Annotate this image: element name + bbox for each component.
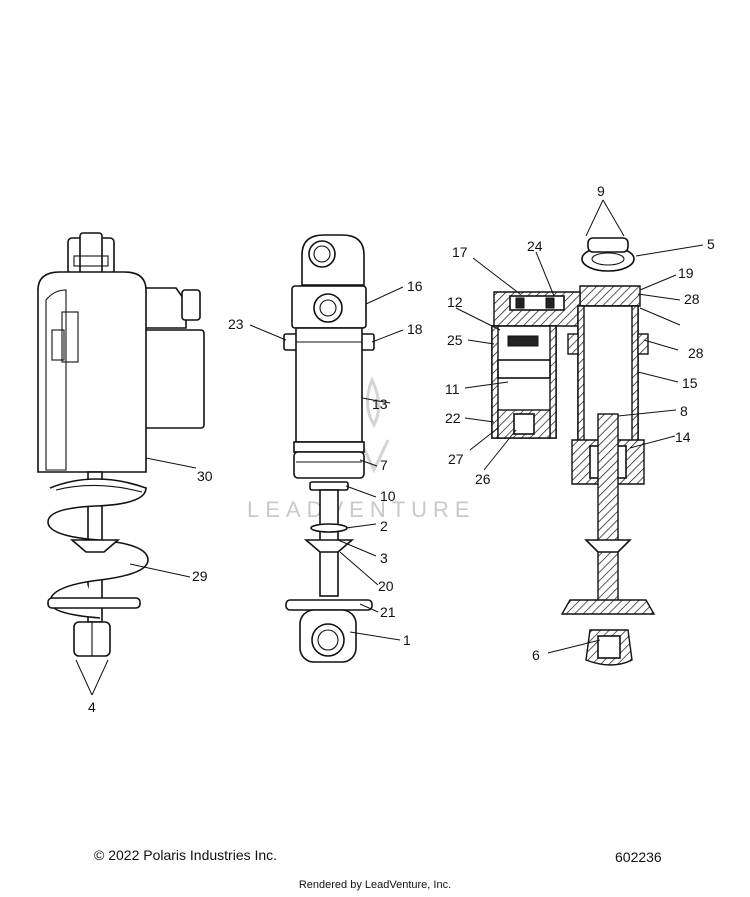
callout-7: 7 bbox=[380, 457, 388, 473]
callout-23: 23 bbox=[228, 316, 244, 332]
callout-9: 9 bbox=[597, 183, 605, 199]
shock-assembly-front-view bbox=[283, 234, 375, 663]
callout-19: 19 bbox=[678, 265, 694, 281]
callout-28: 28 bbox=[684, 291, 700, 307]
callout-15: 15 bbox=[682, 375, 698, 391]
callout-18: 18 bbox=[407, 321, 423, 337]
callout-labels: 9 5 17 24 19 16 12 28 23 18 25 28 11 15 … bbox=[88, 183, 715, 715]
copyright-notice: © 2022 Polaris Industries Inc. bbox=[94, 847, 278, 863]
callout-6: 6 bbox=[532, 647, 540, 663]
callout-1: 1 bbox=[403, 632, 411, 648]
rendered-by-credit: Rendered by LeadVenture, Inc. bbox=[298, 879, 452, 891]
callout-3: 3 bbox=[380, 550, 388, 566]
callout-10: 10 bbox=[380, 488, 396, 504]
callout-8: 8 bbox=[680, 403, 688, 419]
diagram-number: 602236 bbox=[615, 849, 662, 865]
callout-2: 2 bbox=[380, 518, 388, 534]
shock-assembly-section-view bbox=[491, 237, 656, 666]
watermark-text: LEADVENTURE bbox=[247, 497, 476, 522]
callout-30: 30 bbox=[197, 468, 213, 484]
callout-12: 12 bbox=[447, 294, 463, 310]
leader-lines bbox=[75, 199, 704, 696]
callout-14: 14 bbox=[675, 429, 691, 445]
callout-21: 21 bbox=[380, 604, 396, 620]
callout-24: 24 bbox=[527, 238, 543, 254]
callout-13: 13 bbox=[372, 396, 388, 412]
shock-assembly-left-view bbox=[37, 232, 205, 657]
callout-28: 28 bbox=[688, 345, 704, 361]
callout-22: 22 bbox=[445, 410, 461, 426]
callout-11: 11 bbox=[445, 381, 460, 397]
callout-26: 26 bbox=[475, 471, 491, 487]
callout-29: 29 bbox=[192, 568, 208, 584]
callout-17: 17 bbox=[452, 244, 468, 260]
callout-25: 25 bbox=[447, 332, 463, 348]
callout-27: 27 bbox=[448, 451, 464, 467]
callout-5: 5 bbox=[707, 236, 715, 252]
callout-20: 20 bbox=[378, 578, 394, 594]
callout-16: 16 bbox=[407, 278, 423, 294]
callout-4: 4 bbox=[88, 699, 96, 715]
